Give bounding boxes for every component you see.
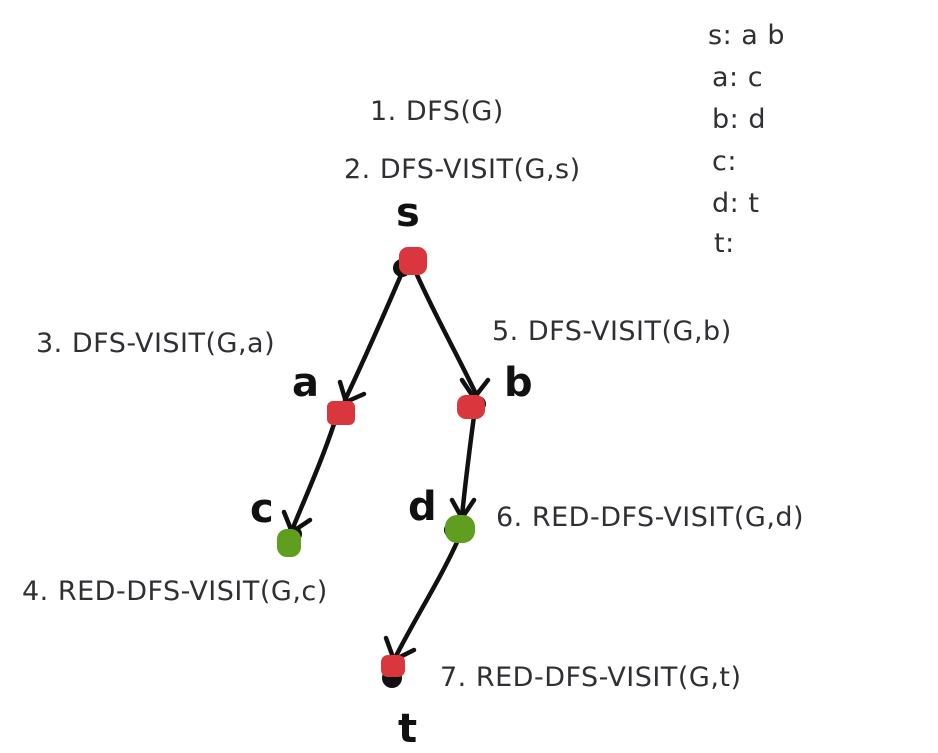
node-d: d <box>408 484 475 543</box>
edge-s-b <box>411 265 479 397</box>
step-6: 6. RED-DFS-VISIT(G,d) <box>496 502 804 533</box>
node-b: b <box>457 360 533 419</box>
adjacency-row-b: b: d <box>712 104 766 135</box>
adjacency-row-c: c: <box>712 146 737 177</box>
node-s: s <box>393 190 427 277</box>
step-1: 1. DFS(G) <box>370 96 504 127</box>
node-d-marker <box>445 515 475 543</box>
nodes: s a b c d t <box>250 190 533 752</box>
node-c-marker <box>277 529 301 557</box>
adjacency-row-t: t: <box>714 228 735 259</box>
node-c-label: c <box>250 486 274 532</box>
node-t-marker <box>381 655 405 677</box>
edge-d-t <box>391 537 461 663</box>
adjacency-row-s: s: a b <box>708 20 785 51</box>
step-4: 4. RED-DFS-VISIT(G,c) <box>22 576 328 607</box>
step-2: 2. DFS-VISIT(G,s) <box>344 154 581 185</box>
node-d-label: d <box>408 484 437 530</box>
edge-b-d <box>459 413 477 519</box>
edge-s-a <box>342 265 407 403</box>
node-s-label: s <box>396 190 420 236</box>
node-c: c <box>250 486 302 557</box>
node-b-marker <box>457 395 485 419</box>
node-a: a <box>292 360 355 425</box>
node-t-label: t <box>398 706 417 752</box>
step-5: 5. DFS-VISIT(G,b) <box>492 316 732 347</box>
node-a-label: a <box>292 360 319 406</box>
node-t: t <box>381 655 417 752</box>
node-s-marker <box>399 247 427 275</box>
adjacency-row-a: a: c <box>712 62 763 93</box>
step-labels: 1. DFS(G) 2. DFS-VISIT(G,s) 3. DFS-VISIT… <box>22 96 804 693</box>
step-3: 3. DFS-VISIT(G,a) <box>36 328 275 359</box>
step-7: 7. RED-DFS-VISIT(G,t) <box>440 662 742 693</box>
edge-a-c <box>289 421 337 533</box>
node-a-marker <box>327 401 355 425</box>
adjacency-row-d: d: t <box>712 188 759 219</box>
adjacency-list: s: a b a: c b: d c: d: t t: <box>708 20 785 259</box>
node-b-label: b <box>504 360 533 406</box>
